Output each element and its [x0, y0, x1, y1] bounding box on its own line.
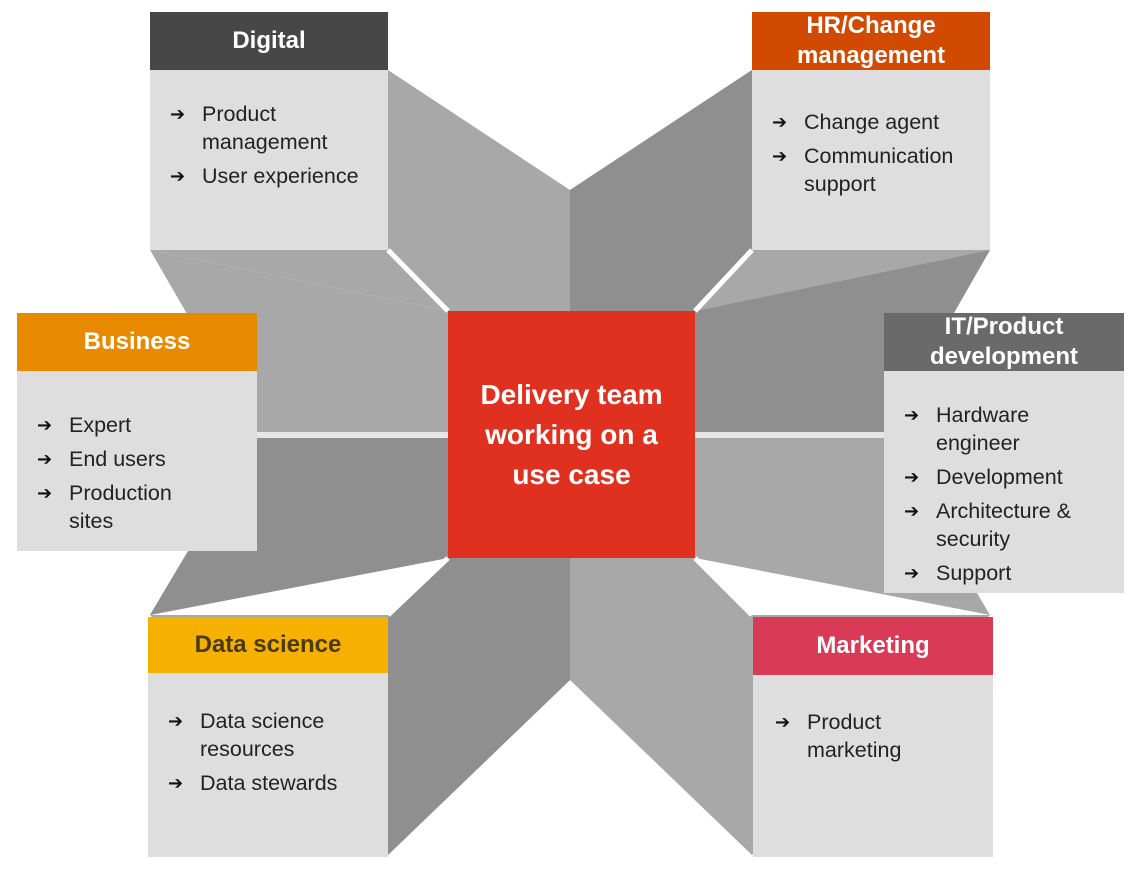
box-data-science-list: ➔Data science resources ➔Data stewards: [168, 707, 383, 803]
box-business-header: Business: [17, 313, 257, 371]
arrow-right-icon: ➔: [168, 773, 184, 793]
list-item: ➔Change agent: [772, 110, 940, 134]
list-item: ➔Expert: [37, 413, 132, 437]
arrow-right-icon: ➔: [37, 415, 53, 435]
list-item: ➔Support: [904, 561, 1012, 585]
list-item: ➔Architecture & security: [904, 499, 1072, 551]
box-digital-header: Digital: [150, 12, 388, 70]
box-it-header: IT/Product development: [884, 313, 1124, 371]
box-digital: Digital ➔Product management ➔User experi…: [150, 12, 388, 250]
box-it-title: IT/Product development: [929, 313, 1079, 370]
box-marketing: Marketing ➔Product marketing: [753, 617, 993, 857]
x-shade-bottom: [388, 558, 570, 855]
box-data-science-header: Data science: [148, 617, 388, 673]
list-item: ➔Communication support: [772, 144, 954, 196]
box-data-science: Data science ➔Data science resources ➔Da…: [148, 617, 388, 857]
arrow-right-icon: ➔: [904, 563, 920, 583]
box-marketing-title: Marketing: [816, 632, 930, 659]
box-marketing-list: ➔Product marketing: [775, 708, 985, 770]
list-item: ➔Product management: [170, 102, 328, 154]
arrow-right-icon: ➔: [904, 405, 920, 425]
arrow-right-icon: ➔: [904, 467, 920, 487]
list-item: ➔End users: [37, 447, 166, 471]
arrow-right-icon: ➔: [772, 146, 788, 166]
list-item: ➔Data science resources: [168, 709, 325, 761]
arrow-right-icon: ➔: [772, 112, 788, 132]
box-hr: HR/Change management ➔Change agent ➔Comm…: [752, 12, 990, 250]
center-title: Delivery team working on a use case: [480, 378, 663, 490]
x-shade-right: [695, 250, 990, 435]
connector-bottom-left: [386, 556, 450, 617]
list-item: ➔Hardware engineer: [904, 403, 1030, 455]
arrow-right-icon: ➔: [37, 449, 53, 469]
list-item: ➔Data stewards: [168, 771, 338, 795]
list-item: ➔User experience: [170, 164, 359, 188]
connector-top-left: [386, 248, 450, 313]
x-shade-top: [570, 70, 752, 311]
center-box: Delivery team working on a use case: [448, 311, 695, 558]
connector-bottom-right: [693, 556, 754, 617]
arrow-right-icon: ➔: [904, 501, 920, 521]
x-arm-top-left: [150, 70, 570, 311]
box-it-list: ➔Hardware engineer ➔Development ➔Archite…: [904, 401, 1119, 593]
box-business-title: Business: [83, 328, 191, 355]
box-business-list: ➔Expert ➔End users ➔Production sites: [37, 411, 247, 541]
arrow-right-icon: ➔: [775, 712, 791, 732]
box-digital-list: ➔Product management ➔User experience: [170, 100, 380, 196]
box-hr-title: HR/Change management: [796, 12, 946, 69]
list-item: ➔Production sites: [37, 481, 172, 533]
box-digital-title: Digital: [232, 27, 306, 54]
arrow-right-icon: ➔: [170, 104, 186, 124]
box-it: IT/Product development ➔Hardware enginee…: [884, 313, 1124, 593]
box-hr-header: HR/Change management: [752, 12, 990, 70]
arrow-right-icon: ➔: [170, 166, 186, 186]
box-marketing-header: Marketing: [753, 617, 993, 675]
list-item: ➔Development: [904, 465, 1063, 489]
box-data-science-title: Data science: [194, 631, 342, 658]
box-business: Business ➔Expert ➔End users ➔Production …: [17, 313, 257, 551]
arrow-right-icon: ➔: [37, 483, 53, 503]
list-item: ➔Product marketing: [775, 710, 902, 762]
connector-top-right: [693, 248, 754, 313]
arrow-right-icon: ➔: [168, 711, 184, 731]
x-shade-left: [150, 435, 448, 615]
box-hr-list: ➔Change agent ➔Communication support: [772, 108, 982, 204]
